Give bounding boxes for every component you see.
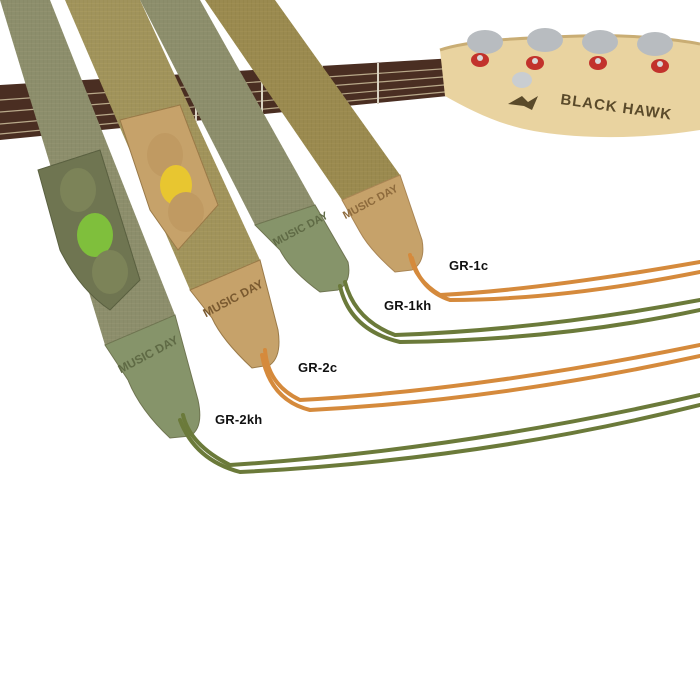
tuner-3	[582, 30, 618, 70]
tuner-4	[637, 32, 673, 73]
cord-gr-2kh	[178, 393, 700, 475]
cord-gr-1kh	[338, 280, 700, 345]
guitar-pick-green	[77, 213, 113, 257]
tuner-2	[512, 28, 563, 88]
strap-gr-2c: MUSIC DAY	[65, 0, 280, 369]
strap-gr-1c: MUSIC DAY	[205, 0, 424, 273]
guitar-headstock: BLACK HAWK	[439, 34, 700, 138]
product-label-gr-1c: GR-1c	[449, 258, 489, 273]
product-label-gr-2kh: GR-2kh	[215, 412, 263, 427]
strap-gr-1kh: MUSIC DAY	[140, 0, 350, 293]
strap-gr-2kh: MUSIC DAY	[0, 0, 201, 439]
cord-gr-2c	[260, 343, 700, 413]
tuning-pegs	[467, 28, 673, 88]
cord-gr-1c	[408, 253, 700, 303]
tuner-1	[467, 30, 503, 67]
product-label-gr-1kh: GR-1kh	[384, 298, 432, 313]
product-label-gr-2c: GR-2c	[298, 360, 338, 375]
strap-cords	[178, 253, 700, 475]
hawk-logo-icon	[508, 96, 538, 110]
